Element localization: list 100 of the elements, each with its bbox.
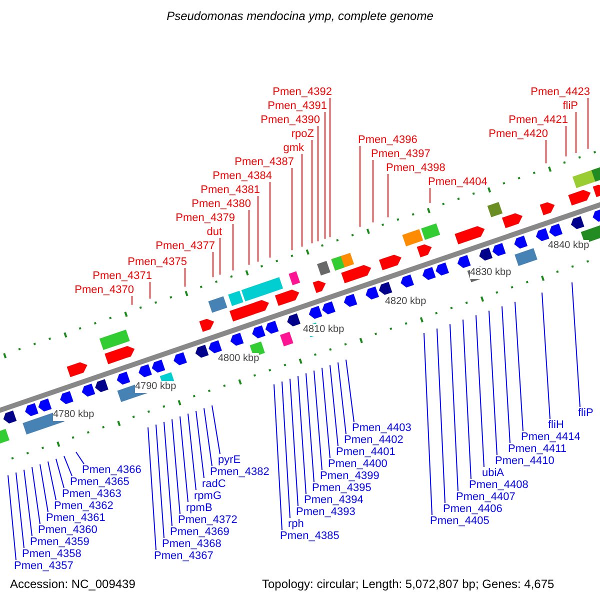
gene-label: Pmen_4394 bbox=[304, 494, 364, 506]
gene-label: Pmen_4402 bbox=[344, 434, 404, 446]
leader-line bbox=[56, 458, 64, 488]
gene-label: fliP bbox=[562, 100, 578, 112]
gene-label: Pmen_4403 bbox=[352, 422, 412, 434]
gene-label: Pmen_4377 bbox=[156, 240, 215, 252]
leader-line bbox=[306, 372, 314, 482]
leader-line bbox=[32, 466, 40, 524]
leader-line bbox=[372, 160, 374, 223]
gene-label: Pmen_4407 bbox=[456, 491, 516, 503]
scale-label: 4780 kbp bbox=[53, 409, 94, 422]
gene-label: Pmen_4379 bbox=[176, 212, 235, 224]
leader-line bbox=[40, 464, 48, 512]
gene-label: gmk bbox=[283, 142, 304, 154]
leader-line bbox=[330, 364, 338, 446]
gene-label: Pmen_4397 bbox=[371, 148, 430, 160]
gene-label: Pmen_4361 bbox=[46, 512, 106, 524]
gene-label: fliH bbox=[548, 419, 564, 431]
leader-line bbox=[298, 376, 306, 494]
footer-note: Topology: circular; Length: 5,072,807 bp; Genes: 4,675 bbox=[262, 578, 554, 590]
gene-label: Pmen_4408 bbox=[469, 479, 528, 491]
scale-label: 4800 kbp bbox=[218, 353, 260, 366]
gene-label: pyrE bbox=[218, 454, 241, 466]
leader-line bbox=[424, 332, 432, 516]
gene-label: Pmen_4358 bbox=[22, 548, 82, 560]
leader-line bbox=[212, 252, 214, 278]
gene-label: Pmen_4395 bbox=[312, 482, 372, 494]
gene-label: Pmen_4411 bbox=[508, 443, 567, 455]
leader-line bbox=[188, 413, 196, 490]
gene-label: Pmen_4405 bbox=[430, 515, 490, 527]
leader-line bbox=[282, 381, 290, 518]
gene-label: Pmen_4362 bbox=[54, 500, 114, 512]
gene-label: Pmen_4370 bbox=[74, 284, 134, 296]
leader-line bbox=[48, 461, 56, 500]
leader-line bbox=[324, 112, 326, 240]
gene-label: Pmen_4360 bbox=[38, 524, 98, 536]
map-title: Pseudomonas mendocina ymp, complete genome bbox=[166, 10, 434, 22]
gene-label: Pmen_4375 bbox=[128, 256, 187, 268]
gene-label: dut bbox=[206, 226, 222, 238]
leader-line bbox=[184, 268, 186, 288]
gene-label: Pmen_4421 bbox=[508, 114, 568, 126]
gene-label: Pmen_4366 bbox=[82, 464, 142, 476]
gene-label: Pmen_4393 bbox=[296, 506, 356, 518]
gene-label: Pmen_4380 bbox=[192, 198, 251, 210]
scale-label: 4840 kbp bbox=[548, 240, 590, 252]
leader-line bbox=[196, 410, 204, 478]
leader-line bbox=[172, 418, 180, 514]
leader-line bbox=[502, 306, 510, 444]
leader-line bbox=[514, 301, 524, 432]
gene-label: Pmen_4367 bbox=[154, 550, 214, 562]
scale-label: 4790 kbp bbox=[135, 381, 176, 394]
leader-line bbox=[64, 456, 72, 476]
leader-line bbox=[542, 292, 550, 420]
gene-label: Pmen_4385 bbox=[280, 530, 340, 542]
leader-line bbox=[450, 324, 458, 492]
gene-label: Pmen_4420 bbox=[488, 128, 548, 140]
gene-label: Pmen_4368 bbox=[162, 538, 222, 550]
gene-label: Pmen_4410 bbox=[495, 455, 554, 467]
gene-label: Pmen_4381 bbox=[200, 184, 260, 196]
gene-label: rpmG bbox=[194, 490, 222, 502]
gene-label: rpoZ bbox=[291, 128, 314, 140]
leader-line bbox=[8, 474, 16, 560]
scale-label: 4810 kbp bbox=[303, 324, 344, 336]
gene-label: Pmen_4369 bbox=[170, 526, 230, 538]
leader-line bbox=[248, 210, 250, 266]
gene-label: Pmen_4357 bbox=[14, 560, 74, 572]
leader-line bbox=[476, 314, 484, 468]
leader-line bbox=[436, 328, 446, 504]
leader-line bbox=[24, 469, 32, 536]
gene-label: Pmen_4400 bbox=[328, 458, 388, 470]
gene-label: Pmen_4404 bbox=[428, 176, 488, 188]
gene-label: Pmen_4401 bbox=[336, 446, 396, 458]
gene-label: fliP bbox=[578, 407, 594, 419]
gene-label: Pmen_4396 bbox=[358, 134, 418, 146]
gene-label: Pmen_4387 bbox=[234, 156, 294, 168]
leader-line bbox=[212, 405, 220, 454]
leader-line bbox=[204, 408, 212, 466]
leader-line bbox=[462, 319, 472, 480]
leader-line bbox=[156, 424, 164, 538]
leader-line bbox=[322, 367, 330, 458]
gene-label: Pmen_4384 bbox=[212, 170, 272, 182]
leader-line bbox=[232, 224, 234, 271]
gene-label: Pmen_4392 bbox=[272, 86, 332, 98]
gene-label: Pmen_4423 bbox=[530, 86, 590, 98]
gene-label: Pmen_4372 bbox=[178, 514, 238, 526]
leader-line bbox=[148, 426, 156, 550]
gene-label: Pmen_4399 bbox=[320, 470, 380, 482]
leader-line bbox=[16, 472, 24, 548]
leader-line bbox=[338, 362, 346, 434]
gene-label: Pmen_4406 bbox=[443, 503, 502, 515]
gene-label: Pmen_4414 bbox=[521, 431, 580, 443]
gene-label: Pmen_4371 bbox=[92, 270, 152, 282]
leader-line bbox=[488, 310, 498, 456]
gene-label: rpmB bbox=[186, 502, 212, 514]
gene-label: Pmen_4390 bbox=[260, 114, 320, 126]
leader-line bbox=[274, 384, 282, 530]
leader-line bbox=[164, 421, 172, 526]
gene-label: radC bbox=[202, 478, 226, 490]
gene-label: Pmen_4359 bbox=[30, 536, 90, 548]
leader-line bbox=[290, 378, 298, 506]
